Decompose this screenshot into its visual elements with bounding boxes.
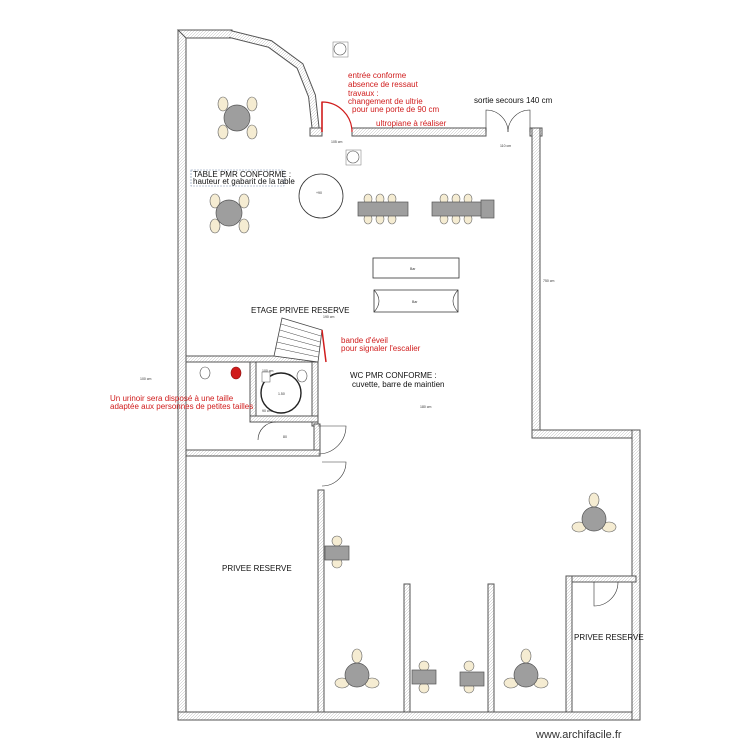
wall-wc-divider	[249, 361, 257, 423]
low-urinal-icon	[230, 366, 242, 380]
warning-strip-note: bande d'éveil pour signaler l'escalier	[341, 336, 421, 353]
wall-booth-2	[487, 583, 495, 713]
bar-counter-upper	[372, 257, 460, 279]
booth-table-1	[411, 660, 437, 694]
wc-door	[317, 425, 347, 455]
long-table-2	[431, 193, 485, 225]
pmr-table-line-2: hauteur et gabarit de la table	[193, 177, 295, 186]
wall-top-left	[176, 29, 233, 39]
doors	[257, 101, 619, 607]
svg-text:Bar: Bar	[410, 267, 416, 271]
svg-text:+90: +90	[316, 191, 322, 195]
small-table	[480, 199, 495, 219]
round-table-1	[217, 96, 258, 140]
emergency-door-right	[507, 109, 531, 133]
warning-strip-line-2: pour signaler l'escalier	[341, 344, 421, 353]
entrance-note-line-3: travaux :	[348, 89, 379, 98]
emergency-exit-label: sortie secours 140 cm	[474, 96, 553, 105]
long-table-1	[357, 193, 409, 225]
inner-walls	[185, 355, 637, 713]
warning-strip-line-1: bande d'éveil	[341, 336, 388, 345]
svg-text:90 cm: 90 cm	[262, 409, 272, 413]
wall-private-top	[565, 575, 637, 583]
wall-bottom	[177, 711, 641, 721]
booth-table-2	[459, 660, 485, 694]
wc-pmr-note: WC PMR CONFORME : cuvette, barre de main…	[350, 371, 445, 389]
svg-text:Bar: Bar	[412, 300, 418, 304]
entrance-note-line-1: entrée conforme	[348, 71, 407, 80]
wall-right-upper	[531, 127, 541, 437]
wall-booth-1	[403, 583, 411, 713]
svg-text:105 cm: 105 cm	[331, 140, 343, 144]
wall-top-middle	[351, 127, 487, 137]
entrance-note-line-5: pour une porte de 90 cm	[352, 105, 440, 114]
svg-text:1.50: 1.50	[278, 392, 285, 396]
svg-text:750 cm: 750 cm	[543, 279, 555, 283]
svg-text:180 cm: 180 cm	[420, 405, 432, 409]
round-table-5	[503, 648, 549, 689]
svg-text:110 cm: 110 cm	[500, 144, 511, 148]
wall-top-entrance-left	[309, 127, 323, 137]
wc-pmr-line-2: cuvette, barre de maintien	[352, 380, 445, 389]
svg-text:190 cm: 190 cm	[323, 315, 335, 319]
wall-private-left	[565, 575, 573, 713]
large-round-table	[298, 173, 344, 219]
entrance-note: entrée conforme absence de ressaut trava…	[348, 71, 440, 114]
round-table-4	[334, 648, 380, 689]
wall-storage-top	[185, 449, 321, 457]
emergency-door-left	[485, 109, 509, 133]
urinal-note: Un urinoir sera disposé à une taille ada…	[110, 394, 253, 411]
wc-fixtures: 1.50	[199, 366, 308, 414]
svg-text:100 cm: 100 cm	[262, 369, 274, 373]
entrance-door	[321, 101, 353, 133]
entrance-note-line-4: changement de ultrie	[348, 97, 423, 106]
pmr-table-line-1: TABLE PMR CONFORME :	[193, 170, 291, 179]
stair-warning-strip	[321, 329, 327, 363]
private-door	[593, 581, 619, 607]
wc-toilet-icon	[296, 369, 308, 383]
outer-walls	[176, 29, 641, 721]
wall-corridor-b	[317, 489, 325, 713]
small-round-top	[332, 41, 349, 58]
ultropiane-note: ultropiane à réaliser	[376, 119, 447, 128]
private-floor-label: ETAGE PRIVEE RESERVE	[251, 306, 349, 315]
watermark: www.archifacile.fr	[535, 729, 622, 741]
svg-text:80: 80	[283, 435, 287, 439]
private-room-left-label: PRIVEE RESERVE	[222, 564, 292, 573]
urinal-icon	[199, 366, 211, 380]
private-room-right-label: PRIVEE RESERVE	[574, 633, 644, 642]
svg-text:100 cm: 100 cm	[140, 377, 152, 381]
round-table-2	[209, 193, 250, 234]
urinal-note-line-2: adaptée aux personnes de petites tailles	[110, 402, 253, 411]
corridor-door	[321, 461, 347, 487]
wall-right-step	[531, 429, 641, 439]
corridor-table	[324, 535, 350, 569]
round-table-3	[571, 492, 617, 533]
wall-left	[177, 29, 187, 721]
urinal-note-line-1: Un urinoir sera disposé à une taille	[110, 394, 234, 403]
wc-pmr-line-1: WC PMR CONFORME :	[350, 371, 437, 380]
wall-corridor-a	[313, 423, 321, 451]
wc-turning-circle	[260, 372, 302, 414]
entrance-note-line-2: absence de ressaut	[348, 80, 419, 89]
wall-right-lower	[631, 429, 641, 721]
wall-wc-bottom	[249, 415, 319, 423]
pmr-table-note: TABLE PMR CONFORME : hauteur et gabarit …	[190, 169, 295, 187]
staircase	[273, 317, 327, 363]
small-round-mid	[345, 149, 362, 166]
urinal-door	[257, 421, 277, 441]
